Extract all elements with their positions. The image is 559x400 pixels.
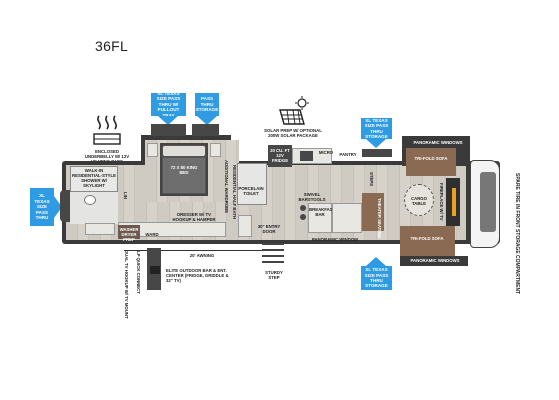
callout-xl-top-right: XL TEXAS SIZE PASS THRU STORAGE <box>361 118 392 139</box>
page-title: 36FL <box>95 38 129 54</box>
fridge-label: 20 CU. FT 12V FRIDGE <box>270 148 290 163</box>
theater-label: THEATER SEATING <box>377 198 382 238</box>
outdoor-tv <box>150 266 160 274</box>
panoramic-top-label: PANORAMIC WINDOWS <box>413 140 463 145</box>
dual-tv-label: DUAL TV HOOKUP W/ TV MOUNT <box>124 250 129 319</box>
toilet-icon <box>84 195 96 205</box>
fridge <box>268 145 292 167</box>
nightstand <box>210 143 221 157</box>
panoramic-bottom-label: PANORAMIC WINDOWS <box>410 258 460 263</box>
trifold-top-label: TRI-FOLD SOFA <box>414 156 448 161</box>
storage-top <box>151 124 186 136</box>
bed-pillows <box>163 146 205 156</box>
sink <box>300 151 313 161</box>
washer <box>118 225 140 239</box>
callout-arrow <box>366 139 386 148</box>
entry-steps <box>262 243 284 267</box>
trifold-sofa-bottom <box>400 226 455 256</box>
callout-arrow <box>366 257 386 266</box>
fire-glow <box>452 188 456 216</box>
callout-pullout-tray: XL TEXAS SIZE PASS THRU W/ PULLOUT TRAY <box>151 91 186 118</box>
callout-arrow <box>197 116 217 125</box>
swivel-label: SWIVEL BARSTOOLS <box>298 192 326 202</box>
solar-panel-icon <box>278 96 310 126</box>
spare-tire-label: SPARE TIRE IN FRONT STORAGE COMPARTMENT <box>514 173 520 295</box>
barstool <box>300 205 306 211</box>
cargo-table <box>404 184 434 216</box>
shower <box>70 166 118 192</box>
heat-icon <box>92 114 122 146</box>
ward-label: WARD <box>145 232 159 237</box>
washer-label: WASHER DRYER PREP <box>119 227 139 242</box>
callout-pass-thru-top: PASS THRU STORAGE <box>195 93 219 116</box>
callout-xl-bottom: XL TEXAS SIZE PASS THRU STORAGE <box>361 266 392 290</box>
storage-top-right <box>362 149 392 157</box>
bed-blanket <box>163 158 205 193</box>
solar-label: SOLAR PREP W/ OPTIONAL 200W SOLAR PACKAG… <box>264 128 322 138</box>
king-bed-label: 72 X 80 KING BED <box>170 165 198 175</box>
awning-line <box>124 250 264 251</box>
shower-label: WALK-IN RESIDENTIAL-STYLE SHOWER W/ SKYL… <box>72 168 116 188</box>
wardrobe-label: ADDITIONAL WARDROBE <box>224 160 229 214</box>
fireplace-label: FIREPLACE W/ TV <box>439 183 444 221</box>
callout-arrow <box>158 116 178 125</box>
breakfast-bar <box>308 203 332 233</box>
callout-xl-left: XL TEXAS SIZE PASS THRU <box>30 188 54 226</box>
storage-top <box>192 124 219 136</box>
micro-label: MICRO <box>318 150 334 155</box>
outdoor-kitchen-label: ELITE OUTDOOR BAR & ENT. CENTER (FRIDGE,… <box>166 268 229 283</box>
lp-quick-label: LP QUICK CONNECT <box>136 251 141 294</box>
panoramic-window-side: PANORAMIC WINDOW <box>311 237 359 242</box>
lin-label: LIN <box>123 192 128 199</box>
sturdy-step-label: STURDY STEP <box>265 270 283 280</box>
table-label: CARGO TABLE <box>411 196 427 206</box>
pantry-label: PANTRY <box>339 152 357 157</box>
front-cap-inner <box>480 172 496 232</box>
half-bath-label: RESIDENTIAL HALF BATH <box>232 165 237 220</box>
porcelain-label: PORCELAIN TOILET <box>238 186 264 196</box>
steps-label: STEPS <box>369 172 374 187</box>
slide-living-bottom <box>400 256 468 266</box>
dresser-label: DRESSER W/ TV HOOKUP & HAMPER <box>172 212 216 222</box>
entry-door-label: 30" ENTRY DOOR <box>257 224 281 234</box>
vanity <box>85 223 115 235</box>
awning-label: 20' AWNING <box>189 253 215 258</box>
breakfast-bar-label: BREAKFAST BAR <box>309 207 336 217</box>
nightstand <box>147 143 158 157</box>
kitchen-island <box>332 203 362 233</box>
trifold-bottom-label: TRI-FOLD SOFA <box>410 236 444 241</box>
callout-arrow <box>54 196 62 218</box>
half-bath <box>237 163 267 205</box>
barstool <box>300 214 306 220</box>
lin-cab <box>238 215 252 237</box>
theater-seating <box>362 193 384 231</box>
trifold-sofa-top <box>406 148 456 176</box>
